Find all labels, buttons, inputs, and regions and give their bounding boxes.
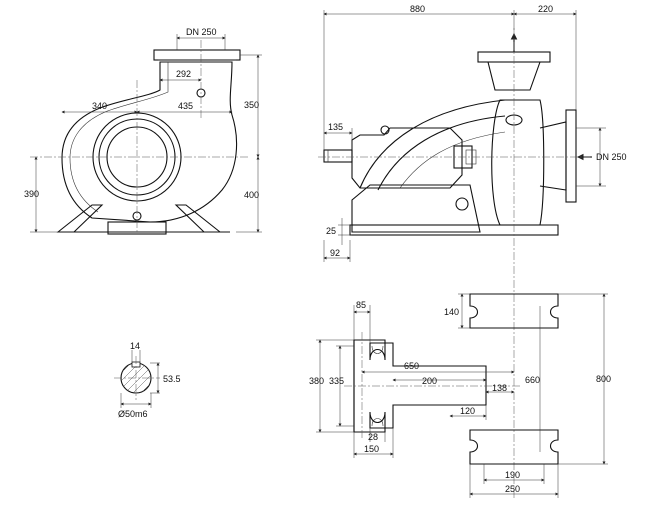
dim-150: 150 xyxy=(364,444,379,454)
dim-14: 14 xyxy=(130,341,140,351)
dim-350: 350 xyxy=(244,100,259,110)
outlet-flange xyxy=(153,49,241,61)
bearing-housing xyxy=(351,127,463,189)
dim-650: 650 xyxy=(404,361,419,371)
outlet-neck xyxy=(487,61,541,91)
dim-335: 335 xyxy=(329,376,344,386)
dim-380: 380 xyxy=(309,376,324,386)
dim-250: 250 xyxy=(505,484,520,494)
dim-92: 92 xyxy=(330,248,340,258)
dim-138: 138 xyxy=(492,383,507,393)
casing-side xyxy=(491,99,545,226)
dim-292: 292 xyxy=(176,69,191,79)
base-frame xyxy=(351,184,481,233)
dim-340: 340 xyxy=(92,101,107,111)
shaft-dims: 14 53.5 Ø50m6 xyxy=(118,341,181,419)
dim-85: 85 xyxy=(356,300,366,310)
dim-800: 800 xyxy=(596,374,611,384)
oil-plug-top xyxy=(380,125,390,135)
dim-880: 880 xyxy=(410,4,425,14)
front-view xyxy=(30,40,250,235)
dim-140: 140 xyxy=(444,307,459,317)
dim-dn-top: DN 250 xyxy=(186,27,217,37)
dim-135: 135 xyxy=(328,122,343,132)
dim-120: 120 xyxy=(460,406,475,416)
base-plate xyxy=(349,224,559,236)
dim-660: 660 xyxy=(525,375,540,385)
dim-400: 400 xyxy=(244,190,259,200)
inlet-flange-side xyxy=(565,109,577,203)
dim-53-5: 53.5 xyxy=(163,374,181,384)
dim-190: 190 xyxy=(505,470,520,480)
dim-435: 435 xyxy=(178,101,193,111)
dim-25: 25 xyxy=(326,226,336,236)
oil-plug-bottom xyxy=(455,197,469,211)
side-view xyxy=(318,28,592,500)
foot-right xyxy=(174,204,222,233)
front-dims: DN 250 292 340 435 350 400 390 xyxy=(24,27,262,233)
dim-28: 28 xyxy=(368,432,378,442)
top-pad xyxy=(469,293,559,329)
dim-200: 200 xyxy=(422,376,437,386)
dim-dn-side: DN 250 xyxy=(596,152,627,162)
dim-220: 220 xyxy=(538,4,553,14)
dim-shaft-dia: Ø50m6 xyxy=(118,409,148,419)
foundation-dims: 85 140 380 335 650 200 138 120 28 150 66… xyxy=(309,293,611,498)
dim-390: 390 xyxy=(24,189,39,199)
side-dims: 880 220 135 DN 250 25 92 xyxy=(323,4,627,262)
lantern-arch xyxy=(359,99,506,189)
volute-casing xyxy=(61,61,238,223)
